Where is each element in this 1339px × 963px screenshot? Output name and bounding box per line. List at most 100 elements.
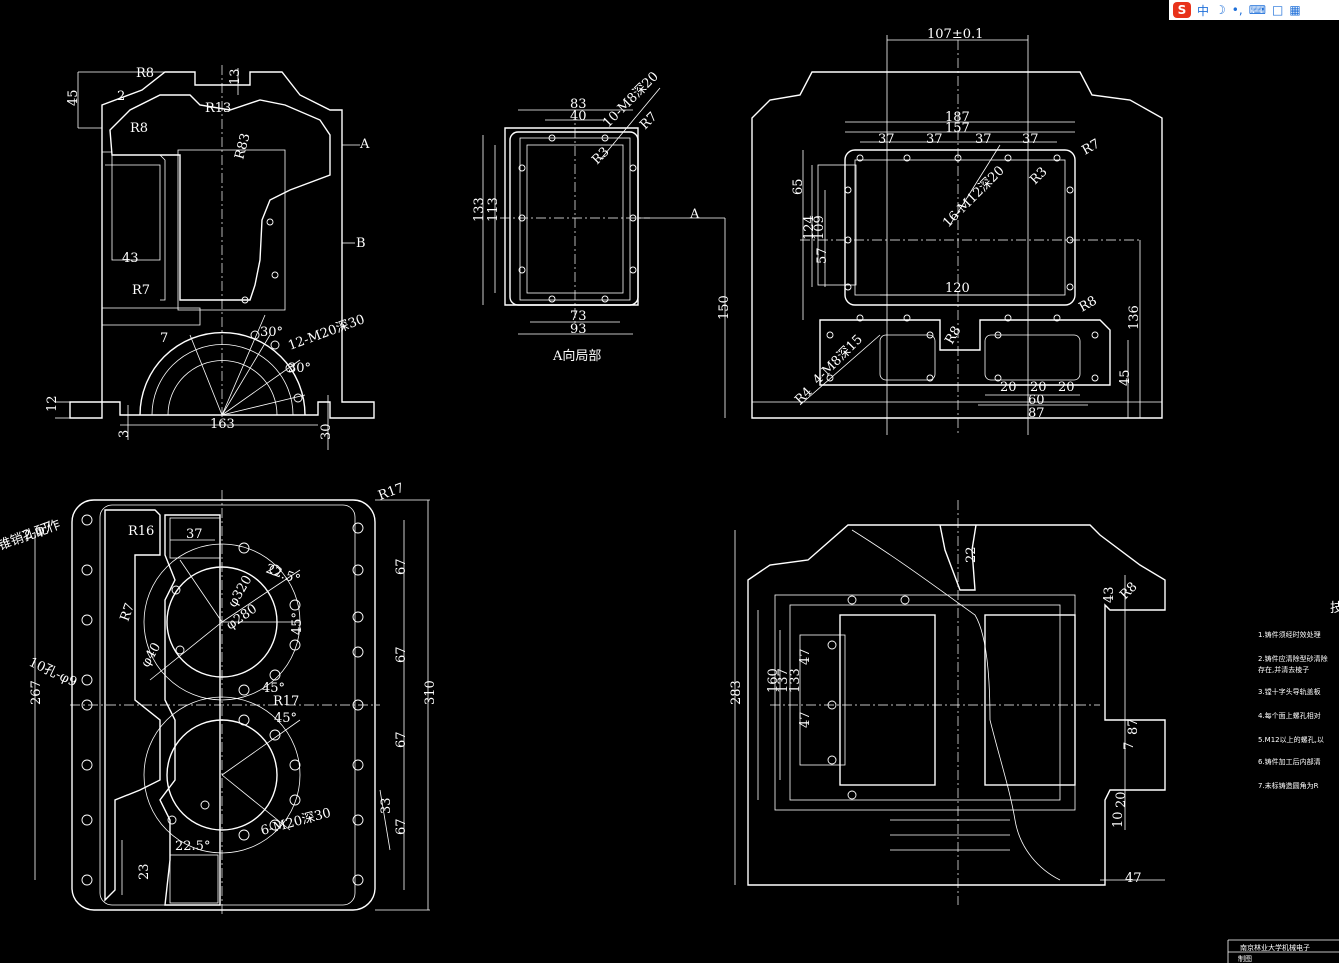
dim-label: 157 xyxy=(945,121,970,136)
tech-title: 技 xyxy=(1330,601,1339,616)
dim-label: 93 xyxy=(570,322,587,337)
grid-icon[interactable]: ▦ xyxy=(1289,3,1301,17)
dim-label: 13 xyxy=(228,68,243,85)
top-left-view xyxy=(55,65,375,450)
dim-label: 45° xyxy=(262,681,285,696)
dim-label: R13 xyxy=(205,101,231,116)
view-label: A向局部 xyxy=(552,348,601,364)
dim-label: 47 xyxy=(798,648,813,665)
dim-label: 10 xyxy=(1111,811,1126,828)
tech-item: 2.铸件应清除型砂清除 xyxy=(1258,654,1328,663)
dim-label: 120 xyxy=(945,281,970,296)
arrow-label-b: B xyxy=(356,236,366,251)
dim-label: 43 xyxy=(122,251,139,266)
dim-label: 163 xyxy=(210,417,235,432)
dim-label: 124 xyxy=(802,215,817,240)
sogou-logo-icon[interactable]: S xyxy=(1173,2,1191,18)
flange-holes xyxy=(826,154,1099,382)
dim-label: 136 xyxy=(1127,305,1142,330)
tech-item: 6.铸件加工后内部清 xyxy=(1258,757,1321,766)
title-school: 南京林业大学机械电子 xyxy=(1240,943,1310,952)
tech-item: 3.镗十字头导轨盖板 xyxy=(1258,687,1321,696)
dim-label: 30° xyxy=(288,361,311,376)
dim-label: 37 xyxy=(926,132,943,147)
dim-label: 20 xyxy=(1000,380,1017,395)
dim-label: 22 xyxy=(964,546,979,563)
dim-label: 83 xyxy=(570,97,587,112)
dim-label: 23 xyxy=(137,863,152,880)
dim-label: 283 xyxy=(729,680,744,705)
dim-label: R17 xyxy=(273,694,299,709)
ime-toolbar: S 中 ☽ •, ⌨ □ ▦ xyxy=(1169,0,1339,20)
dim-label: 150 xyxy=(717,295,732,320)
dim-label: 45 xyxy=(66,89,81,106)
dim-label: 37 xyxy=(1022,132,1039,147)
dim-label: 33 xyxy=(379,797,394,814)
tech-item: 4.每个面上螺孔相对 xyxy=(1258,711,1321,720)
shirt-icon[interactable]: □ xyxy=(1272,3,1284,17)
dim-label: R83 xyxy=(232,132,253,161)
dim-label: 7 xyxy=(160,331,168,346)
tech-item: 5.M12以上的螺孔,以 xyxy=(1258,735,1324,744)
dim-label: R8 xyxy=(1117,579,1140,602)
dim-label: 137 xyxy=(776,668,791,693)
dim-label: 30 xyxy=(319,423,334,440)
dim-label: 20 xyxy=(1058,380,1075,395)
dim-label: R8 xyxy=(130,121,148,136)
dim-label: 43 xyxy=(1102,586,1117,603)
bore-holes xyxy=(167,542,301,841)
dim-label: 6-M20深30 xyxy=(259,806,332,839)
title-row2: 制图 xyxy=(1238,954,1252,963)
dim-label: 3 xyxy=(117,430,132,438)
dim-label: R4 xyxy=(792,384,815,407)
dim-label: 锥销孔配作 xyxy=(0,517,62,553)
arrow-label-a: A xyxy=(359,137,370,152)
tech-item: 存在,并清去棱子 xyxy=(1258,665,1309,674)
language-mode-toggle[interactable]: 中 xyxy=(1197,3,1210,18)
dim-label: 87 xyxy=(1028,406,1045,421)
arrow-label-a: A xyxy=(689,207,700,222)
dim-label: 30° xyxy=(260,325,283,340)
dim-label: 4-M8深15 xyxy=(810,332,866,388)
dim-label: 47 xyxy=(1125,871,1142,886)
bottom-left-view xyxy=(34,490,430,915)
moon-icon[interactable]: ☽ xyxy=(1215,3,1226,17)
dim-label: 67 xyxy=(394,731,409,748)
dim-label: R7 xyxy=(637,109,660,132)
dim-label: 22.5° xyxy=(175,839,210,854)
tech-requirements: 技 1.铸件须经时效处理 2.铸件应清除型砂清除 存在,并清去棱子 3.镗十字头… xyxy=(1258,601,1339,790)
dim-label: 109 xyxy=(812,215,827,240)
tech-item: 1.铸件须经时效处理 xyxy=(1258,630,1321,639)
title-block: 南京林业大学机械电子 制图 xyxy=(1227,939,1339,963)
dim-label: R8 xyxy=(942,324,964,347)
dim-label: 310 xyxy=(423,680,438,705)
dim-label: 16-M12深20 xyxy=(940,163,1007,230)
dim-label: 37 xyxy=(186,527,203,542)
dim-label: 60 xyxy=(1028,393,1045,408)
dim-label: 65 xyxy=(791,178,806,195)
a-direction-view xyxy=(482,87,726,418)
punctuation-icon[interactable]: •, xyxy=(1231,3,1243,17)
dim-label: 113 xyxy=(486,197,501,222)
dim-label: 45° xyxy=(274,711,297,726)
dim-label: 187 xyxy=(945,110,970,125)
dim-label: 37 xyxy=(878,132,895,147)
dim-label: 47 xyxy=(798,711,813,728)
dim-label: R8 xyxy=(1077,293,1100,315)
dim-label: R3 xyxy=(589,144,612,167)
dim-label: 133 xyxy=(788,668,803,693)
dim-label: 87 xyxy=(1126,718,1141,735)
dim-label: 133 xyxy=(472,197,487,222)
dim-label: R7 xyxy=(1080,136,1103,158)
dim-label: R3 xyxy=(1027,164,1050,187)
dim-label: 2 xyxy=(117,89,125,104)
dim-label: 40 xyxy=(570,109,587,124)
dim-label: 12-M20深30 xyxy=(286,312,367,354)
dim-label: 107±0.1 xyxy=(927,27,983,42)
dim-label: 45° xyxy=(290,612,305,635)
keyboard-icon[interactable]: ⌨ xyxy=(1248,3,1267,17)
dim-label: 7 xyxy=(1122,742,1137,750)
bottom-right-view xyxy=(734,500,1166,905)
dim-label: φ40 xyxy=(138,640,164,670)
